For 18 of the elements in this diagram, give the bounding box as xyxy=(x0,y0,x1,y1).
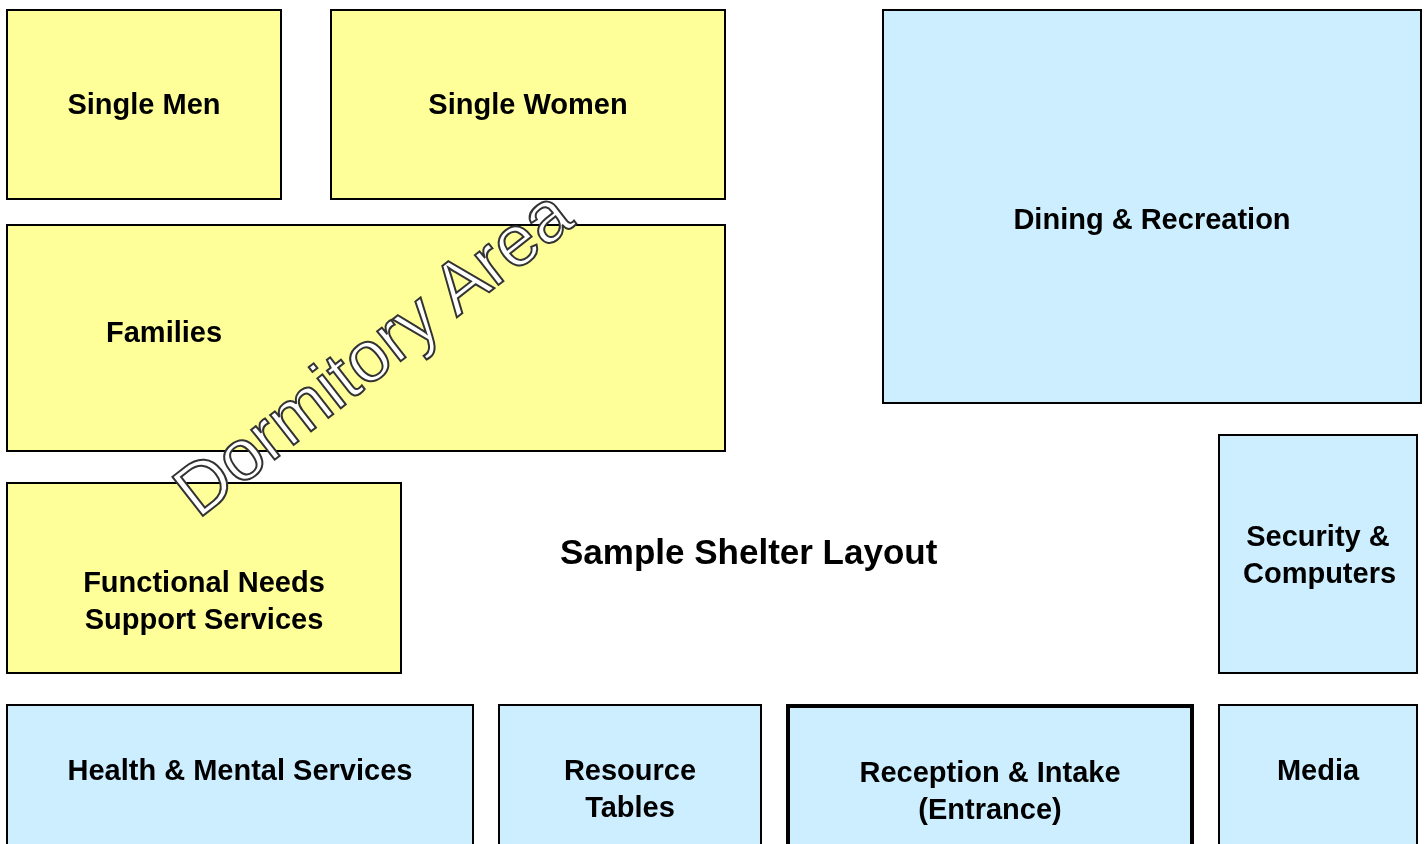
room-area xyxy=(786,704,1194,844)
room-label: Single Women xyxy=(428,86,628,122)
room-area xyxy=(6,9,282,200)
room-label: Health & Mental Services xyxy=(67,753,413,788)
room-area xyxy=(882,9,1422,404)
room-label: Reception & Intake (Entrance) xyxy=(858,755,1122,828)
layout-title: Sample Shelter Layout xyxy=(560,532,938,572)
room-label: Single Men xyxy=(67,86,221,122)
room-area xyxy=(6,704,474,844)
room-label: Functional Needs Support Services xyxy=(82,565,326,638)
room-label: Dining & Recreation xyxy=(1013,202,1291,237)
room-area xyxy=(498,704,762,844)
room-label: Security & Computers xyxy=(1243,519,1393,592)
room-area xyxy=(330,9,726,200)
room-label: Resource Tables xyxy=(562,753,698,826)
room-area xyxy=(1218,434,1418,674)
room-label: Media xyxy=(1276,753,1360,788)
room-area xyxy=(1218,704,1418,844)
